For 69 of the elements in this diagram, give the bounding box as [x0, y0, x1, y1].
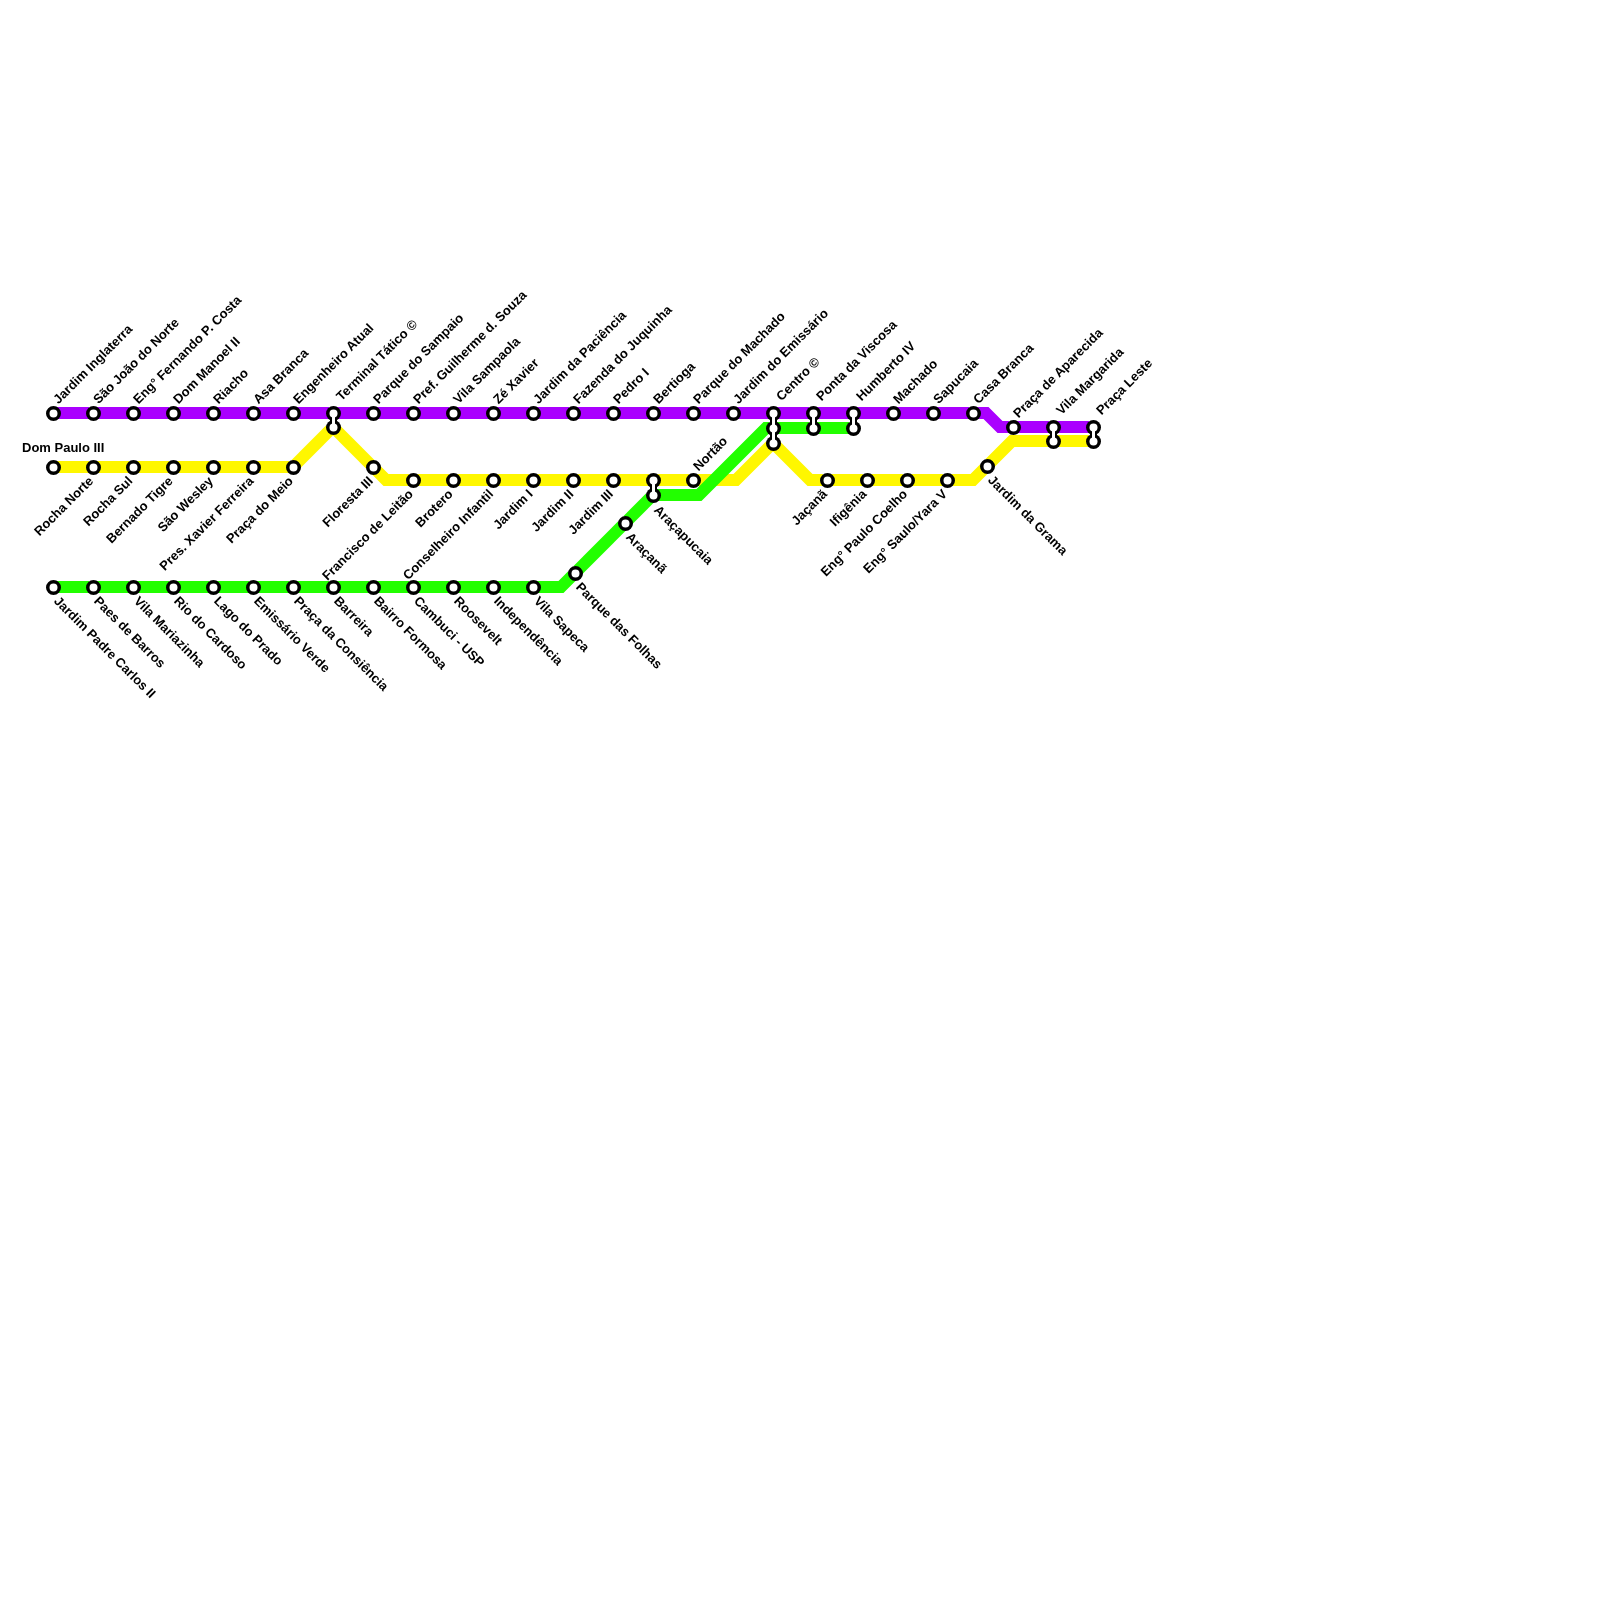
metro-line [331, 425, 375, 469]
metro-line [291, 425, 335, 469]
metro-line [417, 474, 449, 486]
metro-line [57, 581, 89, 593]
metro-line [985, 435, 1049, 468]
metro-line [377, 407, 409, 419]
metro-line [871, 474, 903, 486]
metro-line [737, 407, 769, 419]
metro-line [217, 461, 249, 473]
metro-line [297, 581, 329, 593]
metro-line [857, 407, 889, 419]
metro-line [457, 581, 489, 593]
metro-line [177, 581, 209, 593]
metro-line [337, 407, 369, 419]
metro-line [497, 474, 529, 486]
metro-line [137, 461, 169, 473]
metro-line [137, 407, 169, 419]
metro-line [657, 422, 772, 501]
metro-line [657, 474, 689, 486]
metro-line [537, 474, 569, 486]
metro-line [217, 581, 249, 593]
metro-line [417, 581, 449, 593]
metro-line [1057, 435, 1089, 447]
metro-line [257, 407, 289, 419]
station-name: Dom Paulo III [22, 440, 105, 455]
metro-line [217, 407, 249, 419]
metro-line [777, 422, 809, 434]
metro-line [137, 581, 169, 593]
metro-line [817, 407, 849, 419]
metro-line [497, 407, 529, 419]
metro-line [577, 474, 609, 486]
metro-line [97, 581, 129, 593]
metro-line [57, 461, 89, 473]
metro-line [657, 407, 689, 419]
metro-line [177, 461, 209, 473]
metro-line [377, 581, 409, 593]
metro-line [297, 407, 329, 419]
metro-line [257, 461, 289, 473]
metro-line [371, 465, 409, 486]
metro-line [951, 464, 989, 486]
metro-line [537, 407, 569, 419]
metro-line [623, 493, 655, 525]
metro-line [573, 521, 627, 575]
metro-line [977, 407, 1009, 433]
metro-line [697, 407, 729, 419]
metro-line [617, 407, 649, 419]
metro-line [817, 422, 849, 434]
metro-line [777, 407, 809, 419]
metro-line [57, 407, 89, 419]
metro-line [417, 407, 449, 419]
metro-line [537, 571, 577, 593]
metro-line [177, 407, 209, 419]
metro-line [97, 407, 129, 419]
metro-line [577, 407, 609, 419]
metro-line [457, 407, 489, 419]
metro-line [1017, 421, 1049, 433]
metro-line [911, 474, 943, 486]
metro-line [457, 474, 489, 486]
metro-line [97, 461, 129, 473]
metro-line [897, 407, 929, 419]
metro-line [831, 474, 863, 486]
metro-line [257, 581, 289, 593]
metro-line [771, 441, 823, 486]
metro-line [497, 581, 529, 593]
metro-line [937, 407, 969, 419]
metro-line [617, 474, 649, 486]
metro-line [337, 581, 369, 593]
metro-line [1057, 421, 1089, 433]
metro-line [697, 441, 775, 486]
